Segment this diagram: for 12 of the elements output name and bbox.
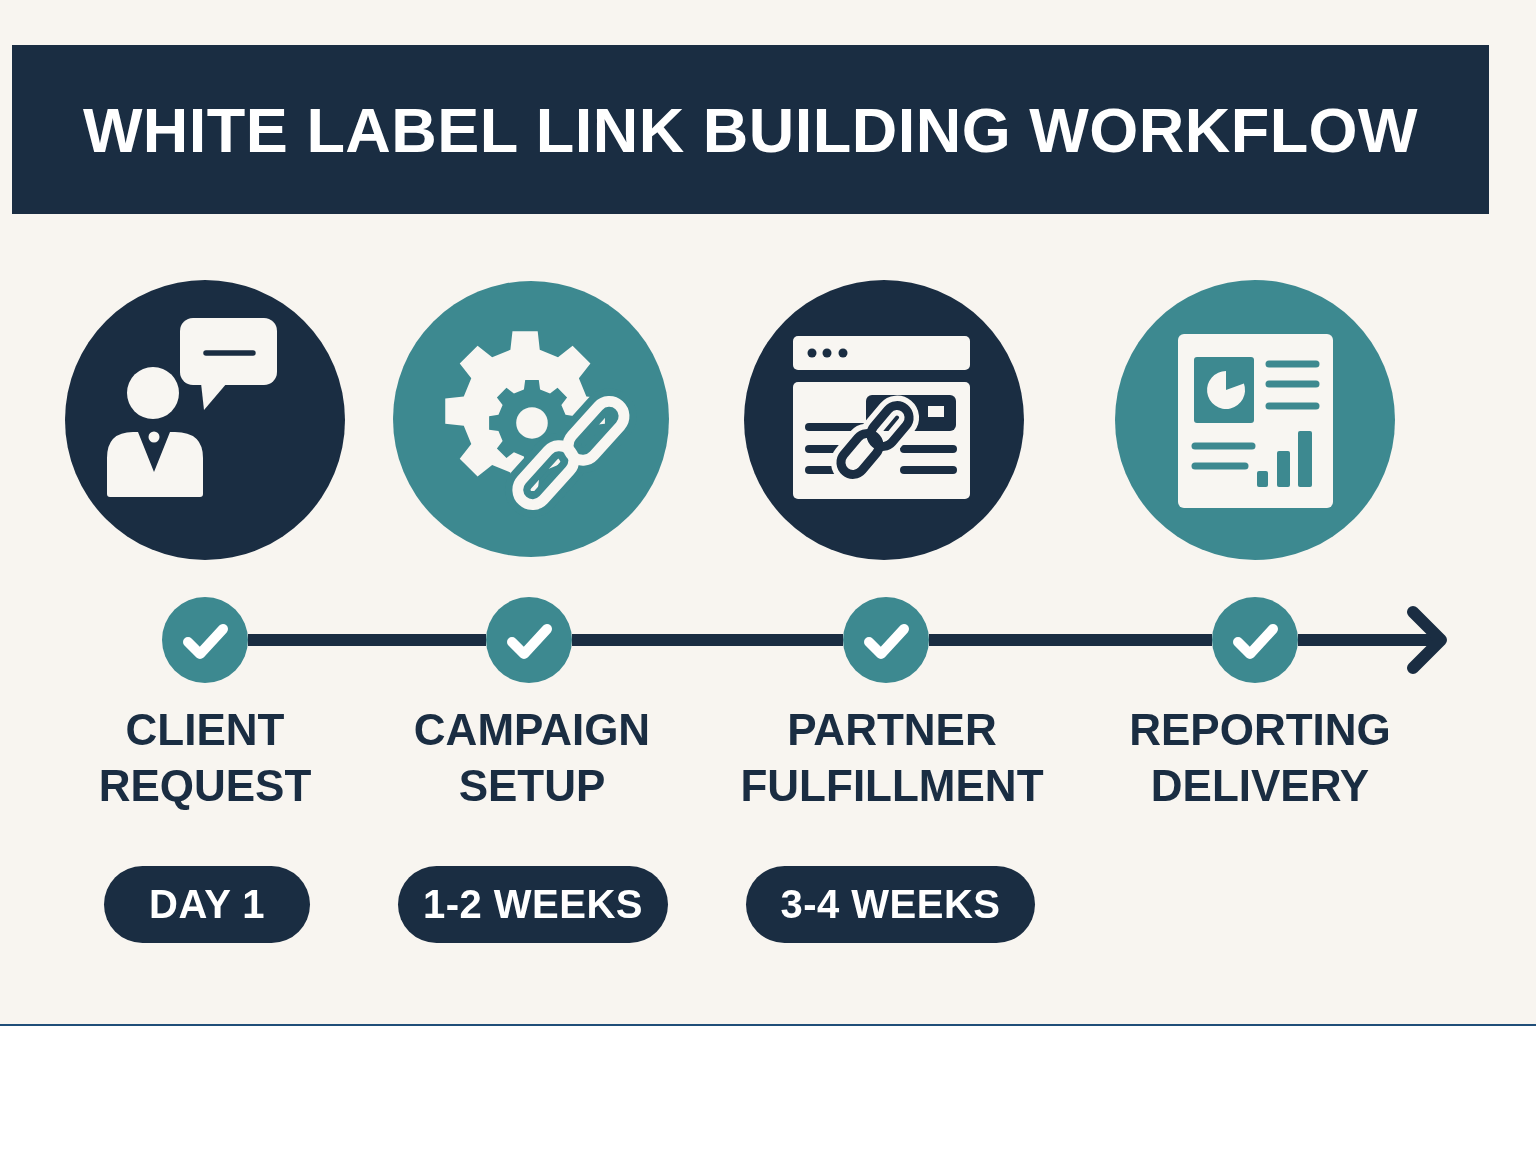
timeline-line [248,634,486,646]
step-label: PARTNER FULFILLMENT [739,704,1045,812]
step-label: CAMPAIGN SETUP [412,704,652,812]
timeline-arrow [1298,606,1447,674]
duration-tag: DAY 1 [104,866,310,943]
timeline-line [929,634,1212,646]
duration-tag: 3-4 WEEKS [746,866,1035,943]
step-label: CLIENT REQUEST [97,704,313,812]
title-banner: WHITE LABEL LINK BUILDING WORKFLOW [12,45,1489,214]
duration-tag: 1-2 WEEKS [398,866,668,943]
step-label: REPORTING DELIVERY [1128,704,1392,812]
timeline-line [572,634,843,646]
